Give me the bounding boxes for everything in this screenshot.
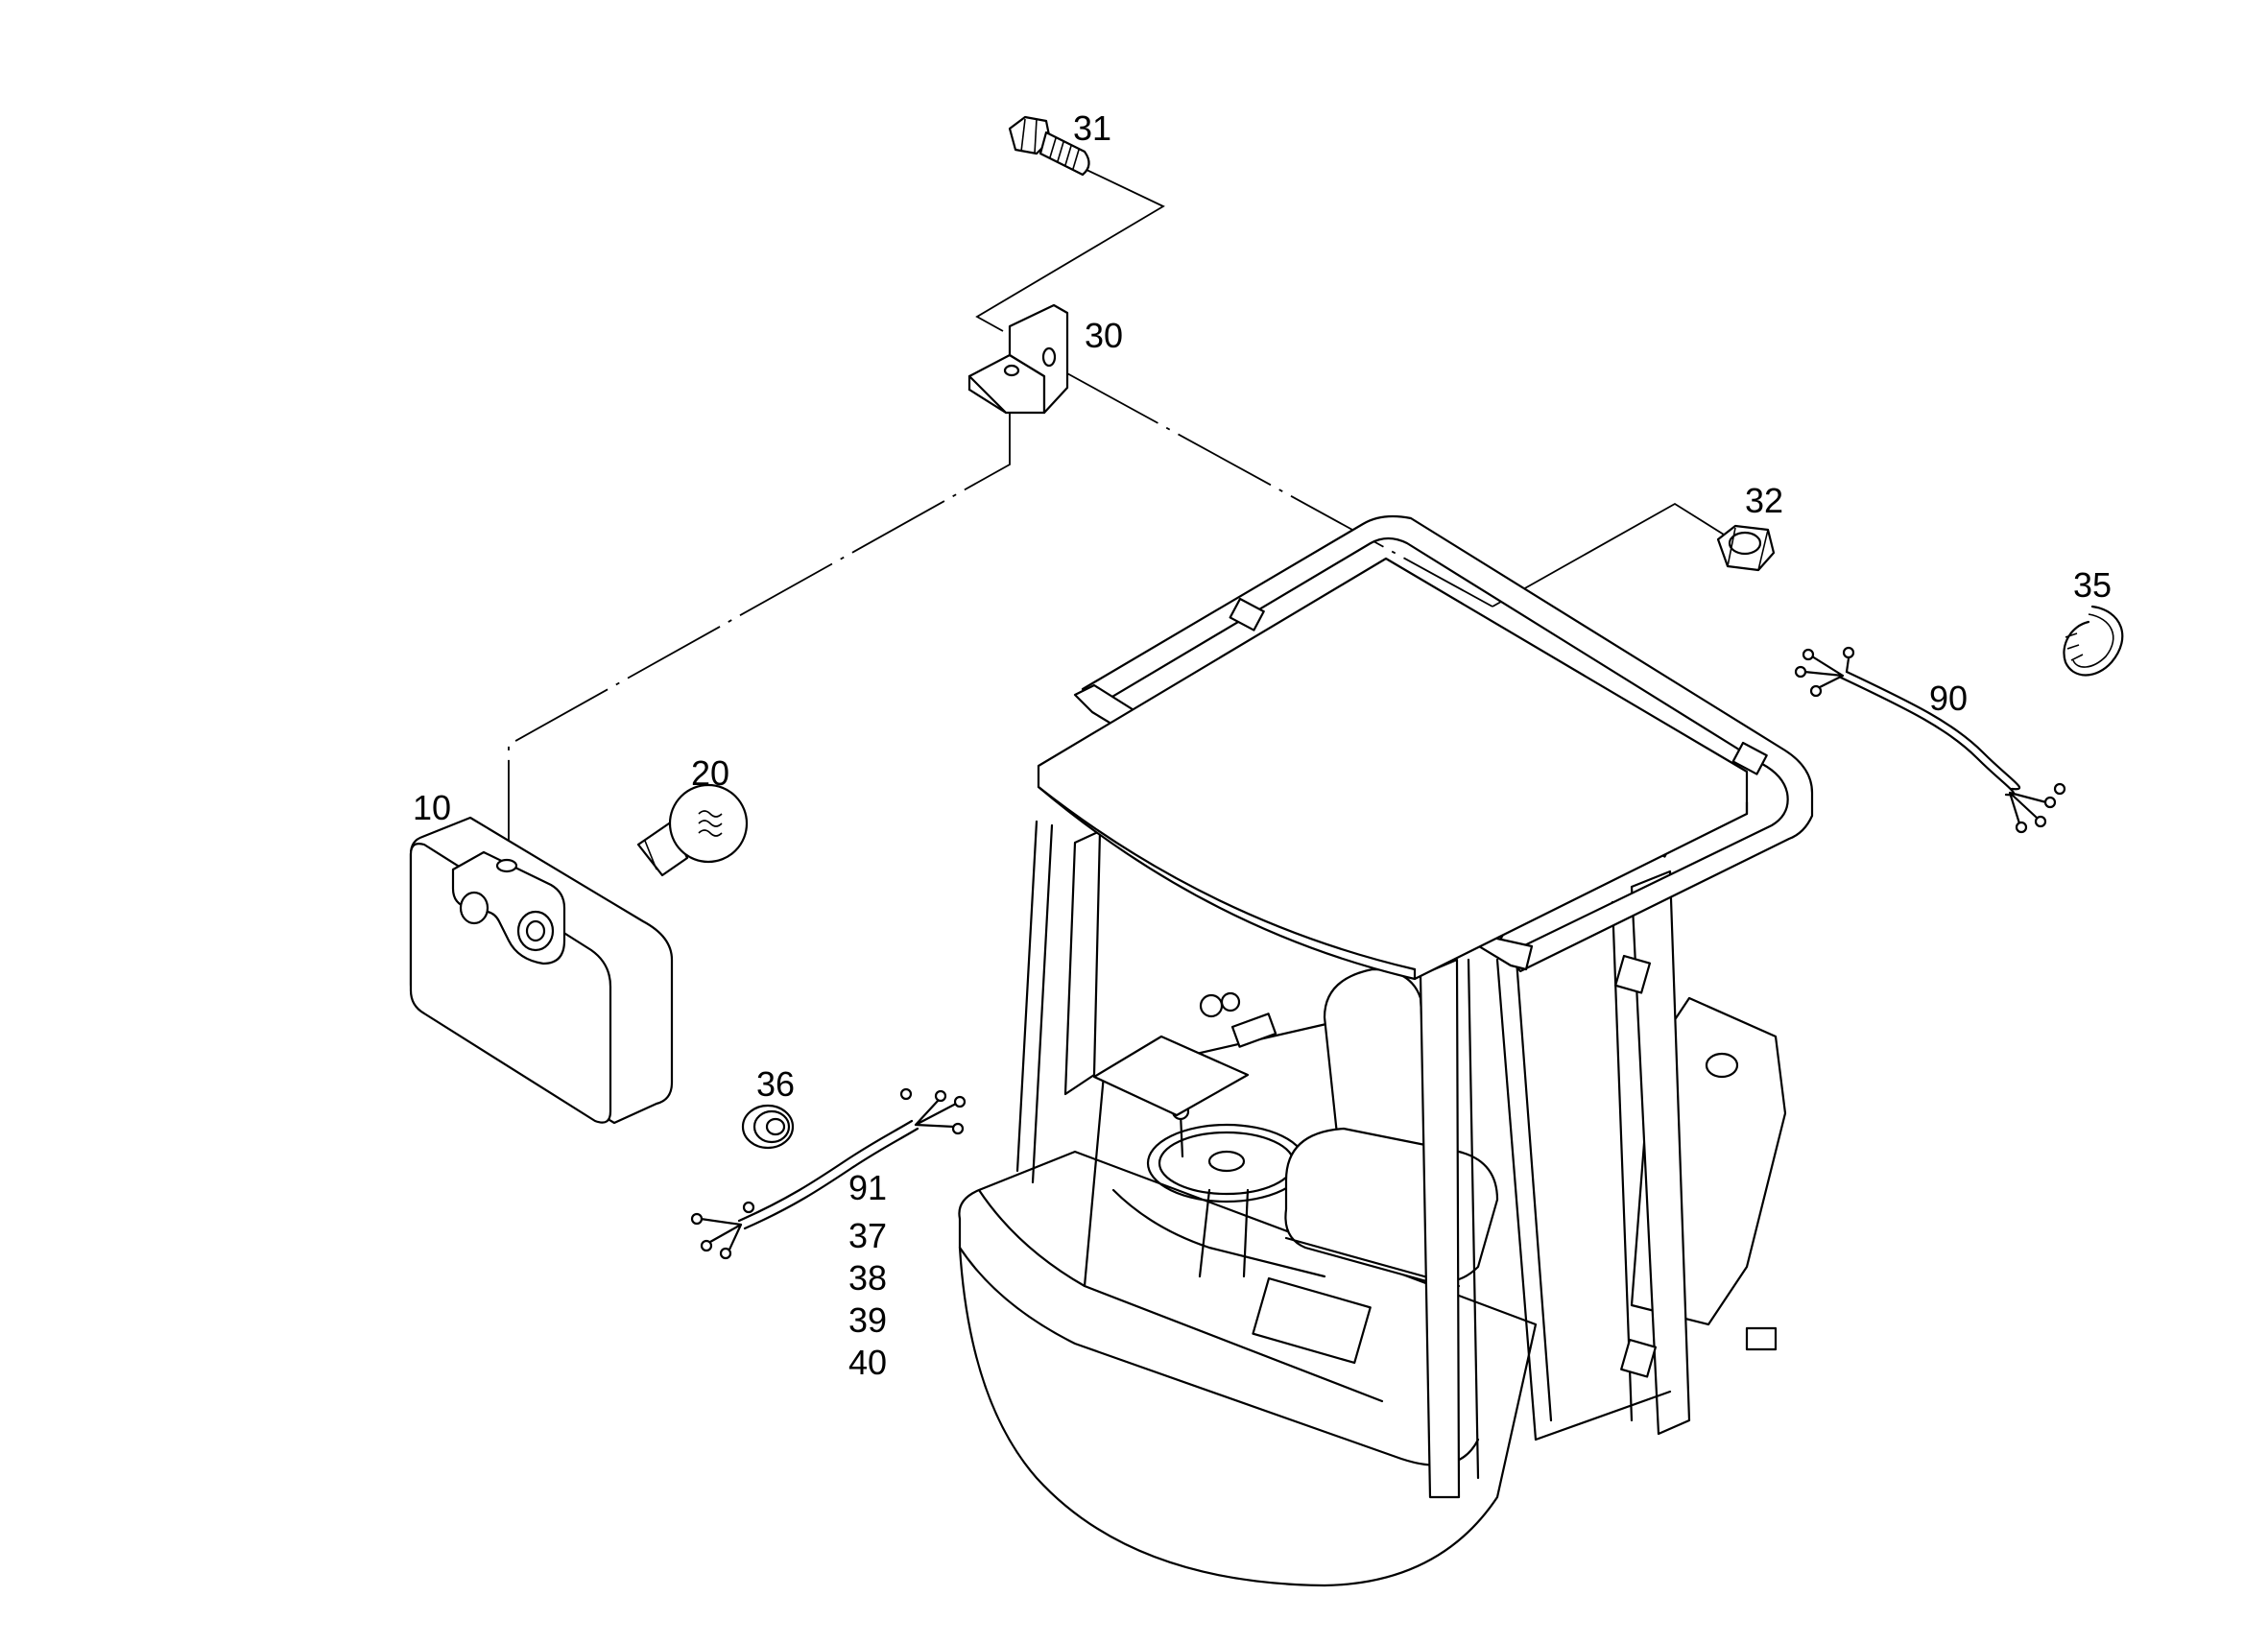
- nut-32: [1716, 524, 1776, 572]
- lamp-10: [409, 816, 674, 1125]
- label-40: 40: [848, 1343, 887, 1382]
- label-31: 31: [1073, 108, 1111, 148]
- label-91: 91: [848, 1168, 887, 1207]
- bracket-30: [967, 303, 1069, 415]
- bulb-20: [636, 783, 749, 877]
- clip-35: [2063, 605, 2124, 677]
- label-37: 37: [848, 1216, 887, 1255]
- leader-lines: [508, 168, 1732, 854]
- grommet-36: [741, 1104, 795, 1150]
- label-20: 20: [691, 753, 729, 793]
- harness-91: [690, 1087, 967, 1260]
- label-90: 90: [1929, 679, 1968, 718]
- label-38: 38: [848, 1258, 887, 1298]
- label-10: 10: [413, 788, 451, 827]
- label-32: 32: [1745, 481, 1783, 520]
- cab-structure: [958, 820, 1787, 1587]
- harness-90: [1794, 646, 2066, 834]
- part-labels: 31 30 32 35 90 20 10 36 91 37 38 39 40: [413, 108, 2112, 1382]
- canopy-roof: [1037, 514, 1814, 981]
- label-39: 39: [848, 1300, 887, 1340]
- bolt-31: [1008, 115, 1090, 177]
- label-30: 30: [1085, 316, 1123, 355]
- label-35: 35: [2073, 565, 2112, 605]
- label-36: 36: [756, 1064, 795, 1104]
